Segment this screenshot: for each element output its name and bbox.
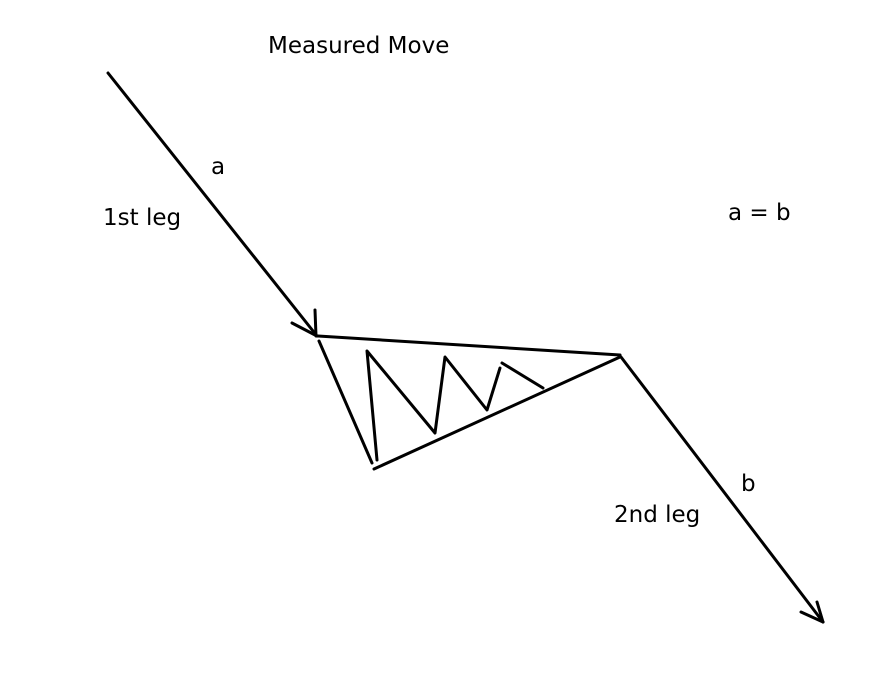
first-leg-line — [106, 71, 319, 338]
second-leg-line — [619, 355, 825, 624]
first-leg-arrowhead-left — [290, 321, 319, 338]
label-equation: a = b — [728, 200, 791, 226]
first-leg-arrowhead-top — [313, 308, 318, 338]
diagram-title: Measured Move — [268, 33, 450, 59]
triangle-bottom-line — [372, 355, 622, 471]
label-b: b — [741, 471, 756, 497]
label-second-leg: 2nd leg — [614, 502, 701, 528]
consolidation-zigzag — [365, 349, 502, 462]
second-leg-arrowhead-right — [815, 600, 825, 624]
label-first-leg: 1st leg — [103, 205, 182, 231]
second-leg-arrowhead-left — [799, 610, 825, 624]
triangle-top-line — [316, 334, 622, 357]
triangle-left-line — [317, 339, 374, 465]
label-a: a — [211, 154, 226, 180]
consolidation-zigzag-end — [500, 361, 545, 390]
